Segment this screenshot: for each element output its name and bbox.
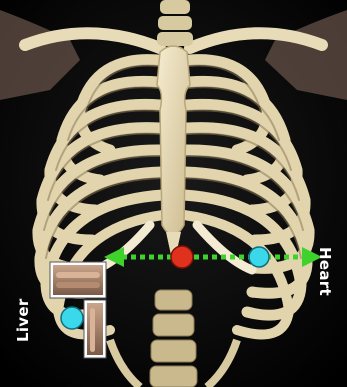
cervical-spine — [157, 0, 193, 46]
liver-label: Liver — [14, 298, 32, 342]
sternum — [157, 46, 190, 235]
heart-point-marker — [249, 247, 269, 267]
center-point-marker — [171, 246, 193, 268]
liver-point-marker — [61, 307, 83, 329]
heart-label: Heart — [316, 247, 334, 296]
